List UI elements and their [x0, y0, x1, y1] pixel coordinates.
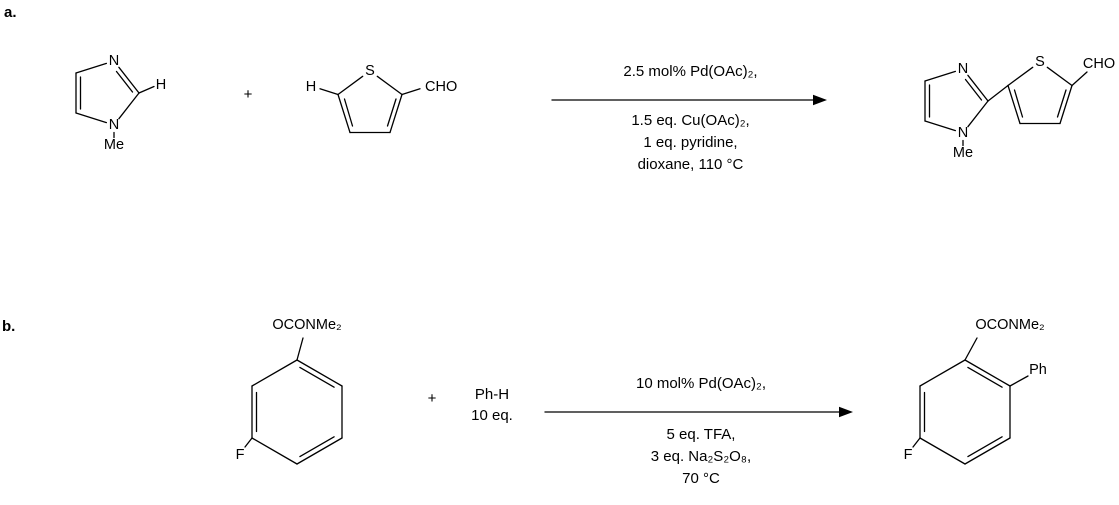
bond-double-inner	[115, 70, 134, 93]
structure-reactant-a2: S H CHO	[306, 63, 457, 134]
bond	[924, 120, 957, 132]
atom-label-s: S	[1035, 54, 1045, 70]
bond	[919, 437, 966, 465]
bond	[296, 359, 343, 387]
structure-product-b: OCONMe₂ Ph F	[904, 317, 1047, 465]
bond-double-inner	[1013, 89, 1024, 118]
conditions-a-below: 1.5 eq. Cu(OAc)₂, 1 eq. pyridine, dioxan…	[548, 110, 833, 176]
structure-product-a: N N Me S CHO	[924, 54, 1115, 161]
condition-line: 5 eq. TFA,	[666, 426, 736, 443]
bond	[337, 75, 364, 96]
bond	[389, 93, 403, 134]
bond	[964, 437, 1011, 465]
bond	[337, 93, 351, 134]
bond-double-inner	[1056, 89, 1067, 118]
bond	[376, 75, 403, 96]
structure-reactant-b1: OCONMe₂ F	[236, 317, 343, 465]
bond-double-inner	[299, 366, 335, 388]
bond	[75, 112, 108, 124]
bond-o-carbamate	[964, 337, 978, 361]
atom-label-n: N	[958, 61, 968, 77]
bond-c-f	[912, 437, 921, 448]
bond	[251, 359, 298, 387]
condition-line: 70 °C	[682, 470, 720, 487]
bond	[251, 437, 298, 465]
atom-label-f: F	[236, 447, 245, 463]
atom-label-h: H	[156, 77, 166, 93]
structure-reactant-a1: N N Me H	[75, 53, 166, 153]
atom-label-n: N	[109, 117, 119, 133]
atom-label-n: N	[958, 125, 968, 141]
atom-label-me: Me	[953, 145, 973, 161]
group-label-oconme2: OCONMe₂	[975, 317, 1044, 333]
bond-o-carbamate	[296, 337, 304, 361]
atom-label-f: F	[904, 447, 913, 463]
bond-double-inner	[967, 366, 1003, 388]
bond-c2-h	[138, 85, 155, 94]
condition-line: dioxane, 110 °C	[637, 156, 744, 173]
coupling-partner-formula: Ph-H	[474, 386, 510, 403]
bond-double-inner	[299, 436, 335, 458]
ring-bonds	[319, 75, 421, 134]
atom-label-h: H	[306, 79, 316, 95]
group-label-ph: Ph	[1029, 362, 1047, 378]
bond	[964, 359, 1011, 387]
atom-label-n: N	[109, 53, 119, 69]
bond	[118, 66, 140, 94]
atom-label-s: S	[365, 63, 375, 79]
plus-sign-a: +	[243, 86, 253, 103]
coupling-partner-b: Ph-H 10 eq.	[452, 384, 532, 426]
bond-double-inner	[967, 436, 1003, 458]
coupling-partner-equiv: 10 eq.	[471, 407, 513, 424]
ring-bonds	[912, 337, 1029, 465]
bond-double-inner	[386, 98, 397, 127]
bond-c2-cho	[1071, 71, 1088, 87]
plus-sign-b: +	[427, 390, 437, 407]
bond	[118, 92, 140, 120]
bond-c-f	[244, 437, 253, 448]
condition-line: 3 eq. Na₂S₂O₈,	[650, 448, 752, 465]
bond	[924, 70, 957, 82]
bond	[967, 100, 989, 128]
bond	[75, 62, 108, 74]
conditions-a-above: 2.5 mol% Pd(OAc)₂,	[623, 63, 758, 80]
conditions-b-below: 5 eq. TFA, 3 eq. Na₂S₂O₈, 70 °C	[540, 424, 862, 490]
bond	[1046, 66, 1073, 87]
ring-bonds	[244, 337, 343, 465]
panel-label-a: a.	[4, 4, 17, 21]
bond-biaryl-link	[987, 84, 1009, 102]
bond	[1059, 84, 1073, 125]
bond-double-inner	[964, 78, 983, 101]
group-label-cho: CHO	[1083, 56, 1115, 72]
bond-c2-cho	[401, 88, 421, 96]
condition-line: 1.5 eq. Cu(OAc)₂,	[631, 112, 750, 129]
bond-c5-h	[319, 88, 339, 96]
reaction-arrow-a	[551, 94, 827, 106]
bond	[967, 74, 989, 102]
ring-bonds	[924, 66, 1088, 147]
group-label-oconme2: OCONMe₂	[272, 317, 341, 333]
arrowhead	[813, 94, 827, 106]
bond	[296, 437, 343, 465]
panel-label-b: b.	[2, 318, 16, 335]
bond-c-ph	[1009, 375, 1029, 387]
bond	[1007, 66, 1034, 87]
ring-bonds	[75, 62, 155, 139]
condition-line: 1 eq. pyridine,	[643, 134, 738, 151]
group-label-cho: CHO	[425, 79, 457, 95]
atom-label-me: Me	[104, 137, 124, 153]
bond	[1007, 84, 1021, 125]
conditions-b-above: 10 mol% Pd(OAc)₂,	[635, 375, 767, 392]
arrowhead	[839, 406, 853, 418]
bond-double-inner	[343, 98, 354, 127]
reaction-arrow-b	[544, 406, 853, 418]
bond	[919, 359, 966, 387]
